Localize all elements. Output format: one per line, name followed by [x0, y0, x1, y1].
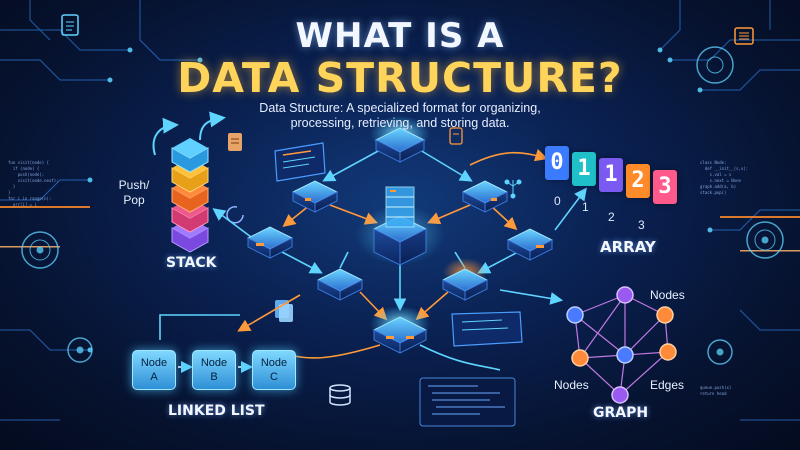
graph-nodes-label-left: Nodes	[554, 378, 589, 392]
array-cell: 1	[599, 158, 623, 192]
linked-list-node: Node C	[252, 350, 296, 390]
code-snippet-left: fun visit(node) { if (node) { push(node)…	[8, 160, 59, 207]
database-icon	[329, 384, 351, 406]
array-index: 2	[608, 210, 615, 224]
code-snippet-right: class Node: def __init__(s,v): s.val = v…	[700, 160, 749, 195]
array-cell: 2	[626, 164, 650, 198]
orange-streaks	[0, 206, 800, 252]
page-title-line1: WHAT IS A	[295, 16, 505, 56]
graph-nodes	[566, 286, 677, 404]
array-index: 0	[554, 194, 561, 208]
stack-arrows	[152, 111, 226, 156]
linked-list-label: LINKED LIST	[168, 403, 265, 419]
graph-nodes-label: Nodes	[650, 288, 685, 302]
platform-node	[441, 258, 489, 301]
monitor-icon	[274, 142, 326, 182]
network-icon	[504, 179, 522, 199]
platform-node	[246, 226, 294, 259]
node-line1: Node	[260, 357, 288, 369]
platform-node	[506, 228, 554, 261]
page-title-line2: DATA STRUCTURE?	[177, 54, 623, 102]
platform-node	[316, 268, 364, 301]
platform-node	[291, 180, 339, 213]
node-line2: A	[150, 371, 158, 383]
network-connections	[159, 148, 587, 371]
circuit-traces	[0, 0, 800, 421]
radar-rings	[21, 46, 784, 365]
subtitle-line1: Data Structure: A specialized format for…	[259, 101, 541, 115]
stack-operation-line2: Pop	[123, 193, 145, 207]
document-icon	[449, 127, 463, 145]
graph-edges-label: Edges	[650, 378, 685, 392]
circuit-dots	[87, 47, 713, 353]
document-icon	[61, 14, 79, 36]
subtitle-line2: processing, retrieving, and storing data…	[290, 116, 510, 130]
linked-list-node: Node B	[192, 350, 236, 390]
graph-label: GRAPH	[593, 405, 649, 421]
node-line2: B	[210, 371, 218, 383]
array-label: ARRAY	[600, 238, 656, 256]
server-icon	[355, 186, 445, 266]
subtitle: Data Structure: A specialized format for…	[250, 101, 550, 131]
stack-layer	[171, 138, 209, 173]
platform-node	[461, 180, 509, 213]
node-line2: C	[270, 371, 278, 383]
linked-list-node: Node A	[132, 350, 176, 390]
menu-icon	[734, 27, 754, 45]
stack-operation-line1: Push/	[118, 178, 150, 192]
stack-operation-label: Push/ Pop	[112, 178, 156, 208]
array-cell: 1	[572, 152, 596, 186]
node-line1: Node	[200, 357, 228, 369]
array-cell: 0	[545, 146, 569, 180]
monitor-icon	[451, 311, 523, 347]
platform-node	[370, 116, 430, 163]
array-index: 3	[638, 218, 645, 232]
document-icon	[228, 133, 242, 151]
code-window-icon	[419, 377, 516, 427]
platform-node	[370, 306, 430, 354]
graph-structure	[566, 286, 677, 404]
array-index: 1	[582, 200, 589, 214]
node-line1: Node	[140, 357, 168, 369]
stack-structure	[171, 138, 209, 253]
code-snippet-bottom-right: queue.push(x) return head	[700, 385, 732, 396]
array-cell: 3	[653, 170, 677, 204]
document-icon	[275, 300, 293, 322]
stack-label: STACK	[166, 255, 217, 271]
